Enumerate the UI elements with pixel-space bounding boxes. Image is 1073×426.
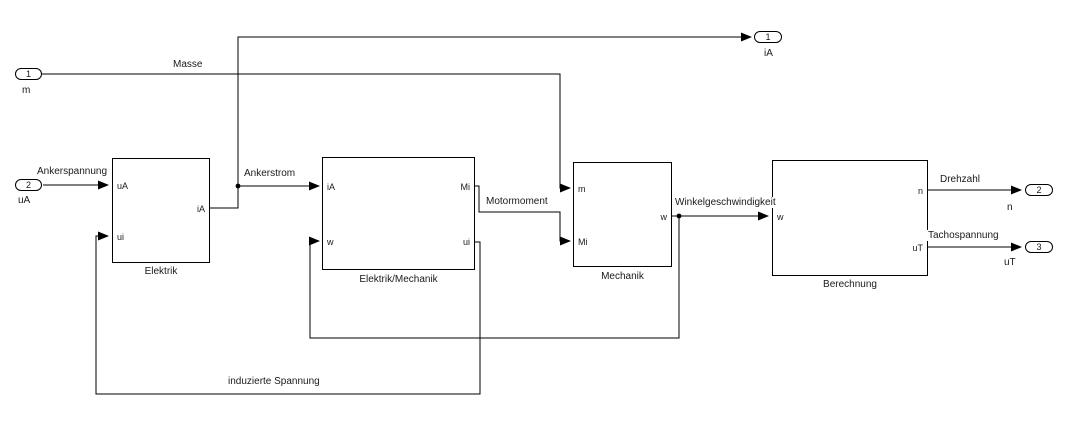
signal-label-winkelgeschwindigkeit: Winkelgeschwindigkeit [674, 197, 777, 208]
port-label-Mi: Mi [578, 237, 588, 247]
port-label-w: w [660, 212, 668, 222]
port-label-iA: iA [327, 182, 336, 192]
signal-line-motormoment[interactable] [475, 185, 571, 246]
block-caption-berechnung: Berechnung [823, 279, 877, 290]
port-label-m: m [578, 184, 586, 194]
junction-dot-winkelgeschwindigkeit [676, 213, 682, 219]
signal-label-tachospannung: Tachospannung [927, 230, 1000, 241]
block-elektrik[interactable]: uA ui iA [112, 158, 210, 263]
signal-label-induzierte-spannung: induzierte Spannung [227, 376, 321, 387]
outport-uT-name: uT [1004, 257, 1016, 268]
block-caption-elektrik-mechanik: Elektrik/Mechanik [359, 274, 438, 285]
inport-uA[interactable]: 2 [15, 179, 42, 191]
signal-label-motormoment: Motormoment [485, 196, 549, 207]
signal-line-ia-to-outport[interactable] [209, 32, 752, 209]
outport-iA-name: iA [764, 48, 773, 59]
signal-line-w-feedback[interactable] [309, 216, 680, 339]
signal-label-ankerspannung: Ankerspannung [36, 166, 109, 177]
inport-m-number: 1 [25, 69, 31, 79]
block-mechanik[interactable]: m Mi w [573, 162, 672, 267]
outport-n-name: n [1007, 202, 1013, 213]
block-berechnung[interactable]: w n uT [772, 160, 928, 276]
signal-label-masse: Masse [172, 59, 204, 70]
signal-label-ankerstrom: Ankerstrom [243, 168, 297, 179]
outport-iA[interactable]: 1 [754, 31, 782, 43]
signal-line-masse[interactable] [42, 73, 571, 193]
outport-n[interactable]: 2 [1025, 184, 1053, 196]
outport-n-number: 2 [1036, 185, 1042, 195]
signal-label-drehzahl: Drehzahl [939, 174, 982, 185]
inport-m-name: m [22, 85, 31, 96]
inport-uA-number: 2 [25, 180, 31, 190]
port-label-w: w [777, 212, 784, 222]
port-label-ui: ui [462, 237, 470, 247]
block-elektrik-mechanik[interactable]: iA w Mi ui [322, 157, 475, 270]
outport-iA-number: 1 [765, 32, 771, 42]
signal-line-induzierte-spannung[interactable] [95, 231, 481, 395]
outport-uT[interactable]: 3 [1025, 241, 1053, 253]
port-label-uT: uT [912, 243, 923, 253]
outport-uT-number: 3 [1036, 242, 1042, 252]
port-label-iA: iA [196, 204, 205, 214]
port-label-ui: ui [117, 232, 125, 242]
inport-uA-name: uA [18, 195, 31, 206]
port-label-uA: uA [117, 181, 129, 191]
junction-dot-ankerstrom [235, 183, 241, 189]
block-caption-mechanik: Mechanik [601, 271, 644, 282]
port-label-Mi: Mi [460, 182, 471, 192]
port-label-n: n [917, 186, 923, 196]
inport-m[interactable]: 1 [15, 68, 42, 80]
block-caption-elektrik: Elektrik [144, 266, 178, 277]
port-label-w: w [327, 237, 334, 247]
